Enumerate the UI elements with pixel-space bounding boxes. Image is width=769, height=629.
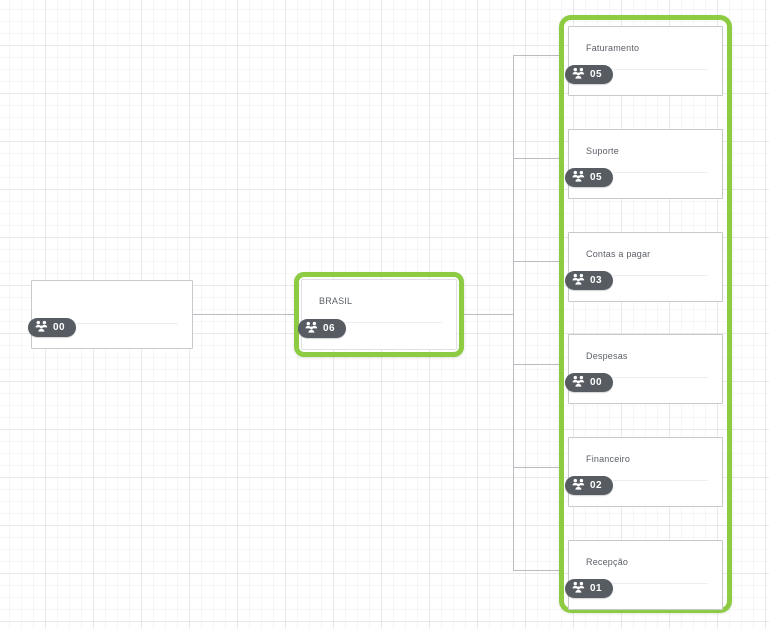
org-node-root-divider (46, 323, 178, 324)
org-node-child-members-badge[interactable]: 01 (565, 579, 613, 598)
org-node-child-member-count: 03 (590, 274, 602, 286)
org-node-child-members-badge[interactable]: 03 (565, 271, 613, 290)
people-group-icon (572, 169, 585, 187)
org-node-child-member-count: 00 (590, 376, 602, 388)
org-node-brasil[interactable]: BRASIL 06 (298, 279, 457, 350)
people-group-icon (572, 374, 585, 392)
connector-trunk-to-child-1 (513, 55, 560, 56)
people-group-icon (572, 66, 585, 84)
org-node-brasil-members-badge[interactable]: 06 (298, 319, 346, 338)
org-node-child-divider (583, 480, 708, 481)
selection-highlight-children-group (559, 15, 732, 613)
people-group-icon (572, 272, 585, 290)
org-node-child-divider (583, 275, 708, 276)
connector-trunk-to-child-2 (513, 158, 560, 159)
org-node-child-members-badge[interactable]: 00 (565, 373, 613, 392)
org-node-brasil-divider (316, 322, 442, 323)
org-node-child-contas-a-pagar[interactable]: Contas a pagar 03 (565, 232, 723, 302)
connector-brasil-to-trunk (464, 314, 514, 315)
org-node-child-faturamento[interactable]: Faturamento 05 (565, 26, 723, 96)
org-node-child-financeiro[interactable]: Financeiro 02 (565, 437, 723, 507)
org-node-child-suporte[interactable]: Suporte 05 (565, 129, 723, 199)
org-node-root[interactable]: 00 (28, 280, 193, 349)
people-group-icon (305, 320, 318, 338)
org-node-child-despesas[interactable]: Despesas 00 (565, 334, 723, 404)
connector-root-to-brasil (193, 314, 294, 315)
connector-trunk-to-child-4 (513, 364, 560, 365)
org-node-brasil-member-count: 06 (323, 322, 335, 334)
people-group-icon (35, 319, 48, 337)
org-node-child-title: Financeiro (586, 454, 631, 464)
org-node-child-title: Faturamento (586, 43, 640, 53)
people-group-icon (572, 580, 585, 598)
org-node-child-divider (583, 583, 708, 584)
org-node-child-member-count: 05 (590, 68, 602, 80)
org-node-child-recepcao[interactable]: Recepção 01 (565, 540, 723, 610)
connector-trunk-to-child-3 (513, 261, 560, 262)
org-node-child-members-badge[interactable]: 05 (565, 168, 613, 187)
org-node-child-member-count: 02 (590, 479, 602, 491)
connector-trunk (513, 55, 514, 571)
org-node-child-title: Suporte (586, 146, 619, 156)
selection-highlight-brasil (294, 272, 464, 357)
org-node-child-members-badge[interactable]: 02 (565, 476, 613, 495)
org-node-child-title: Despesas (586, 351, 628, 361)
org-node-brasil-title: BRASIL (319, 296, 353, 306)
org-node-child-divider (583, 377, 708, 378)
people-group-icon (572, 477, 585, 495)
org-node-child-divider (583, 172, 708, 173)
org-node-child-title: Recepção (586, 557, 629, 567)
org-node-root-member-count: 00 (53, 321, 65, 333)
org-node-child-member-count: 01 (590, 582, 602, 594)
org-node-child-member-count: 05 (590, 171, 602, 183)
org-node-child-members-badge[interactable]: 05 (565, 65, 613, 84)
org-node-child-title: Contas a pagar (586, 249, 651, 259)
org-node-child-divider (583, 69, 708, 70)
connector-trunk-to-child-6 (513, 570, 560, 571)
org-node-root-members-badge[interactable]: 00 (28, 318, 76, 337)
connector-trunk-to-child-5 (513, 467, 560, 468)
